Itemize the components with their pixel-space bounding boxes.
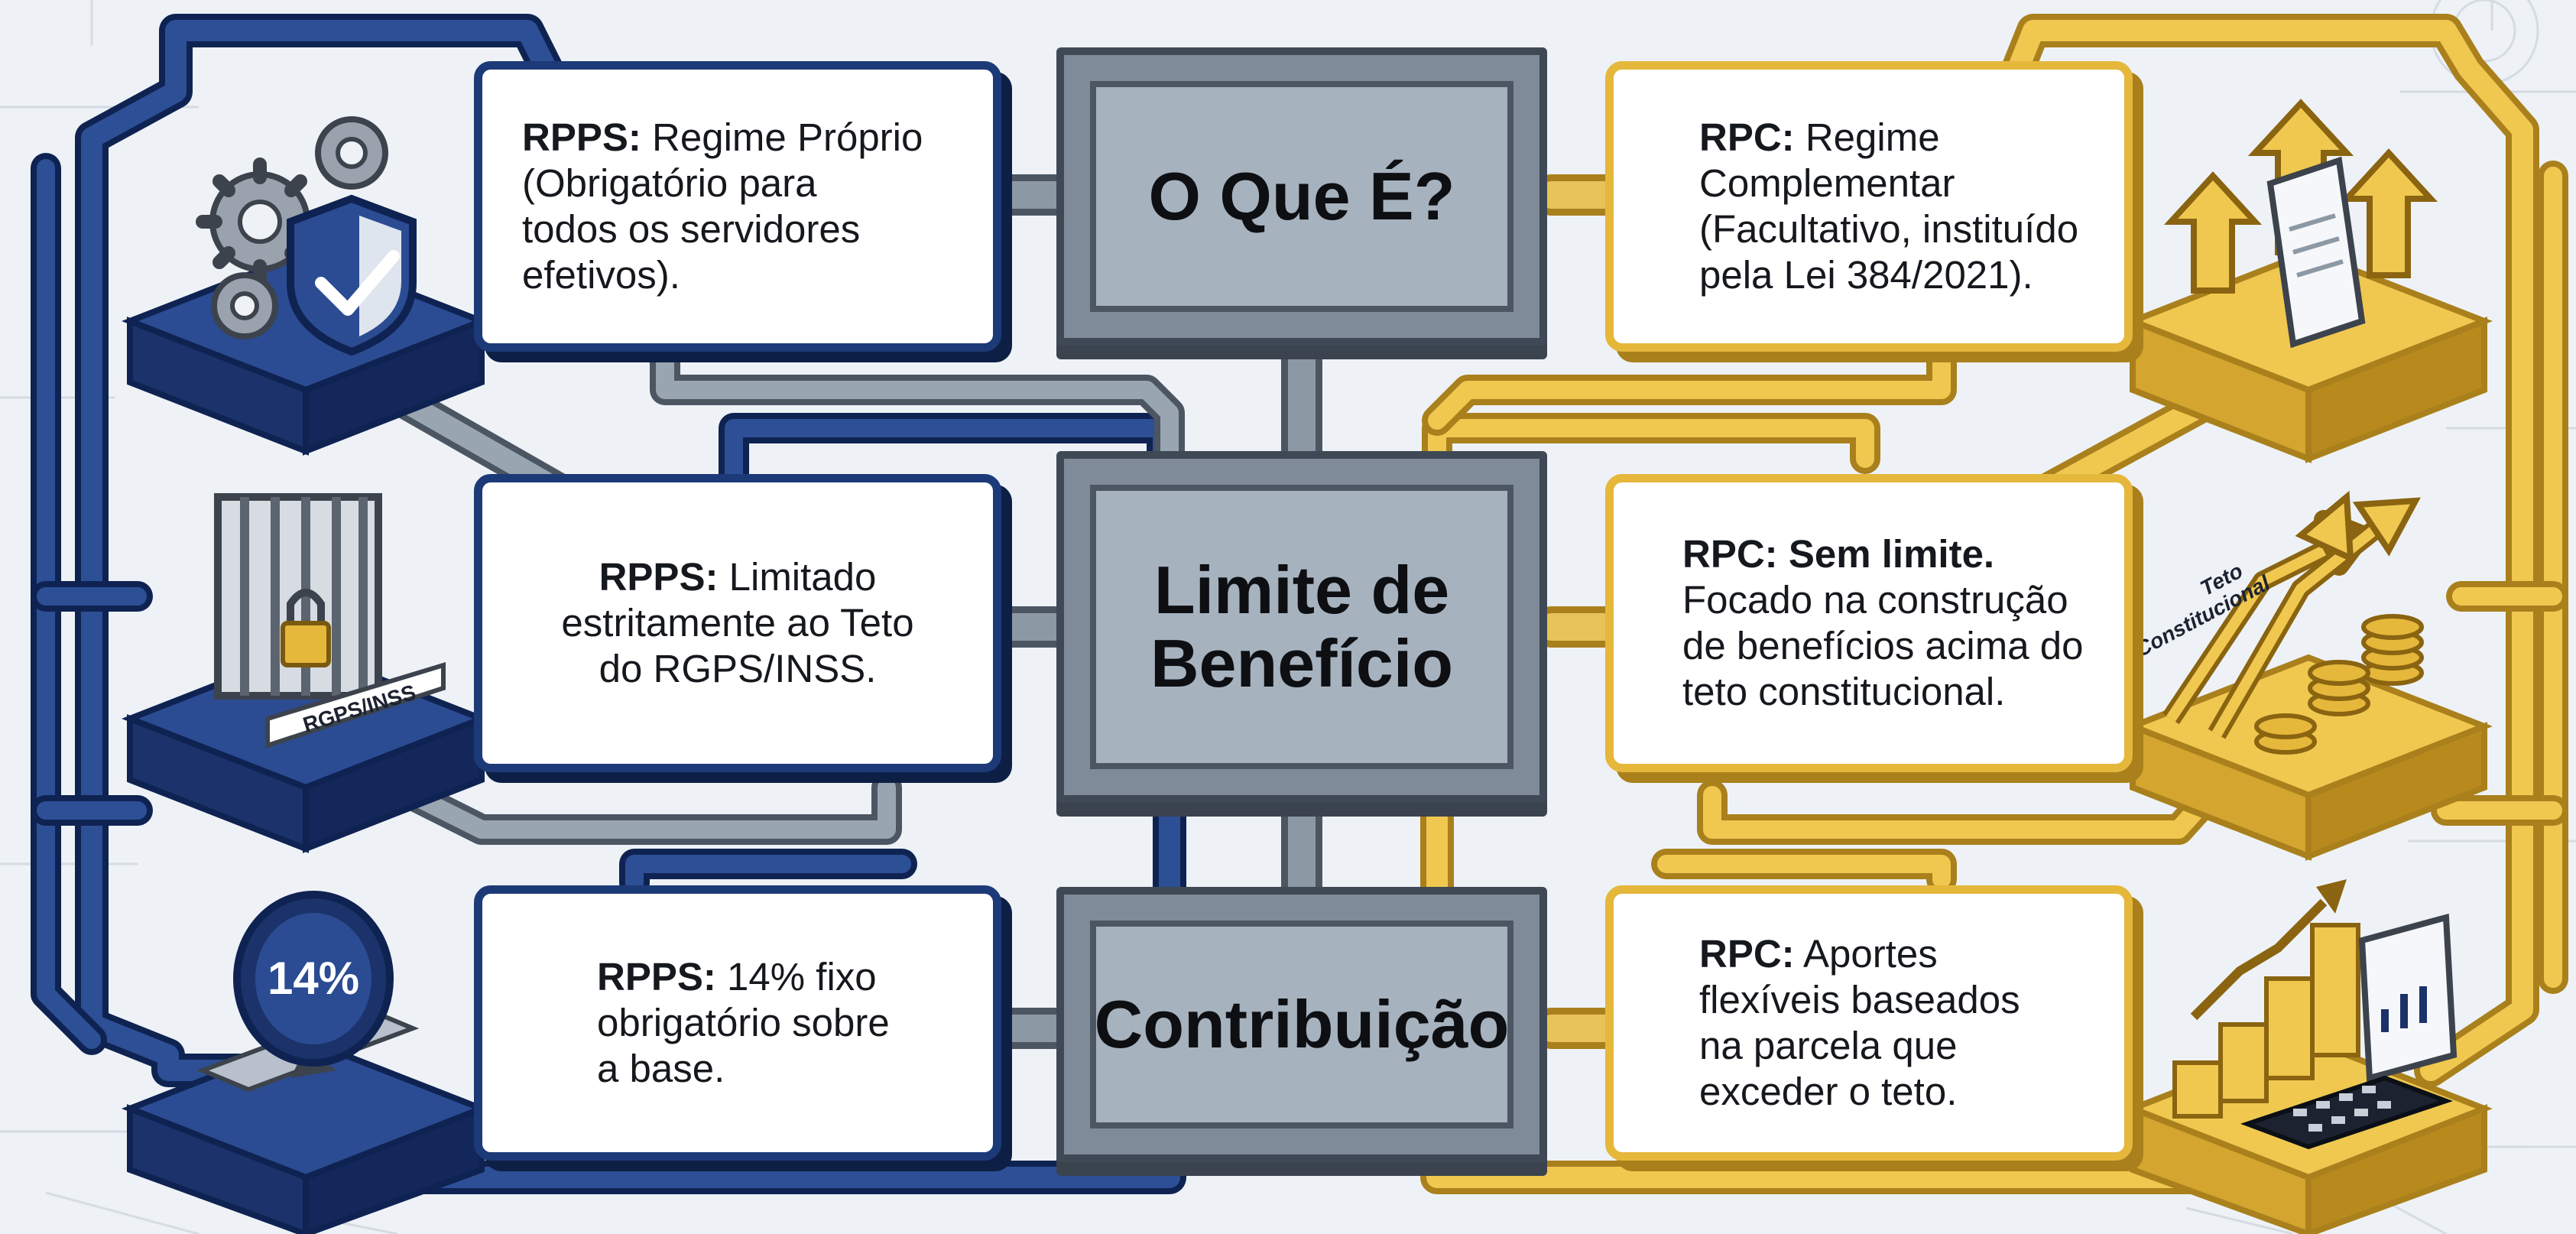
rpc-contribution-label: RPC: bbox=[1699, 932, 1795, 976]
center-title-limit-1: Limite de bbox=[1153, 552, 1450, 628]
rpps-contribution-text: RPPS: 14% fixo obrigatório sobre a base. bbox=[482, 894, 993, 1152]
rpps-what-line-4: efetivos). bbox=[522, 253, 680, 297]
center-title-limit-2: Benefício bbox=[1150, 625, 1454, 701]
rpps-limit-text-1: Limitado bbox=[728, 555, 877, 599]
left-gray-pipes bbox=[381, 174, 1322, 1049]
calculator-bar-chart-icon bbox=[2124, 879, 2493, 1234]
rpc-what-label: RPC: bbox=[1699, 115, 1795, 159]
rpps-contribution-line-3: a base. bbox=[597, 1047, 725, 1090]
rpc-contribution-text-1: Aportes bbox=[1803, 932, 1938, 976]
rpps-contribution-line-2: obrigatório sobre bbox=[597, 1001, 890, 1044]
rpps-what-label: RPPS: bbox=[522, 115, 641, 159]
rpps-contribution-line-1: RPPS: 14% fixo bbox=[597, 954, 953, 1000]
rpps-contribution-label: RPPS: bbox=[597, 955, 716, 999]
rpps-limit-line-3: do RGPS/INSS. bbox=[599, 647, 877, 690]
rpps-contribution-card: RPPS: 14% fixo obrigatório sobre a base. bbox=[474, 885, 1001, 1161]
rising-arrows-coins-icon: Teto Constitucional bbox=[2124, 490, 2493, 861]
rpps-what-text-1: Regime Próprio bbox=[652, 115, 923, 159]
rpps-contribution-text-1: 14% fixo bbox=[727, 955, 877, 999]
center-box-what-face: O Que É? bbox=[1090, 81, 1513, 312]
rpc-contribution-line-1: RPC: Aportes bbox=[1699, 931, 2084, 977]
rpps-what-text: RPPS: Regime Próprio (Obrigatório para t… bbox=[482, 70, 993, 343]
rpps-limit-card: RPPS: Limitado estritamente ao Teto do R… bbox=[474, 474, 1001, 772]
rpps-what-line-3: todos os servidores bbox=[522, 207, 861, 251]
locked-gate-icon: RGPS/INSS bbox=[122, 493, 490, 853]
rpc-contribution-line-4: exceder o teto. bbox=[1699, 1070, 1958, 1113]
center-box-contribution-face: Contribuição bbox=[1090, 921, 1513, 1128]
rpc-what-text-1: Regime bbox=[1805, 115, 1940, 159]
rpps-limit-label: RPPS: bbox=[599, 555, 719, 599]
rpps-what-card: RPPS: Regime Próprio (Obrigatório para t… bbox=[474, 61, 1001, 352]
percent-disc-icon: 14% bbox=[122, 891, 490, 1234]
rpc-limit-label: RPC: Sem limite. bbox=[1682, 532, 1995, 576]
growth-arrows-document-icon bbox=[2124, 99, 2493, 463]
rpc-what-card: RPC: Regime Complementar (Facultativo, i… bbox=[1605, 61, 2133, 352]
rpc-limit-line-1: RPC: Sem limite. bbox=[1682, 531, 2084, 577]
center-title-what: O Que É? bbox=[1148, 158, 1455, 234]
rpc-limit-line-2: Focado na construção bbox=[1682, 578, 2068, 622]
rpc-limit-card: RPC: Sem limite. Focado na construção de… bbox=[1605, 474, 2133, 772]
rpps-limit-text: RPPS: Limitado estritamente ao Teto do R… bbox=[482, 482, 993, 764]
rpc-contribution-line-2: flexíveis baseados bbox=[1699, 978, 2020, 1021]
rpc-what-line-2: Complementar bbox=[1699, 161, 1955, 205]
rpc-contribution-text: RPC: Aportes flexíveis baseados na parce… bbox=[1614, 894, 2124, 1152]
rpc-limit-text: RPC: Sem limite. Focado na construção de… bbox=[1614, 482, 2124, 764]
rpc-pipes bbox=[1420, 14, 2568, 1194]
rpps-what-line-2: (Obrigatório para bbox=[522, 161, 817, 205]
rpps-limit-line-2: estritamente ao Teto bbox=[561, 601, 914, 645]
rpc-what-line-1: RPC: Regime bbox=[1699, 115, 2084, 161]
rpps-limit-line-1: RPPS: Limitado bbox=[599, 554, 877, 600]
rpc-what-line-3: (Facultativo, instituído bbox=[1699, 207, 2079, 251]
center-box-limit: Limite de Benefício bbox=[1056, 451, 1547, 803]
rpc-what-text: RPC: Regime Complementar (Facultativo, i… bbox=[1614, 70, 2124, 343]
rpc-limit-line-4: teto constitucional. bbox=[1682, 670, 2006, 713]
rpc-contribution-line-3: na parcela que bbox=[1699, 1024, 1958, 1067]
percent-disc-label: 14% bbox=[268, 953, 359, 1004]
rpc-what-line-4: pela Lei 384/2021). bbox=[1699, 253, 2033, 297]
center-box-contribution: Contribuição bbox=[1056, 887, 1547, 1162]
rpps-what-line-1: RPPS: Regime Próprio bbox=[522, 115, 953, 161]
center-box-what: O Que É? bbox=[1056, 47, 1547, 346]
center-title-contribution: Contribuição bbox=[1094, 986, 1510, 1062]
rpc-contribution-card: RPC: Aportes flexíveis baseados na parce… bbox=[1605, 885, 2133, 1161]
rpc-limit-line-3: de benefícios acima do bbox=[1682, 624, 2084, 667]
center-box-limit-face: Limite de Benefício bbox=[1090, 485, 1513, 769]
gear-shield-check-icon bbox=[122, 116, 490, 456]
